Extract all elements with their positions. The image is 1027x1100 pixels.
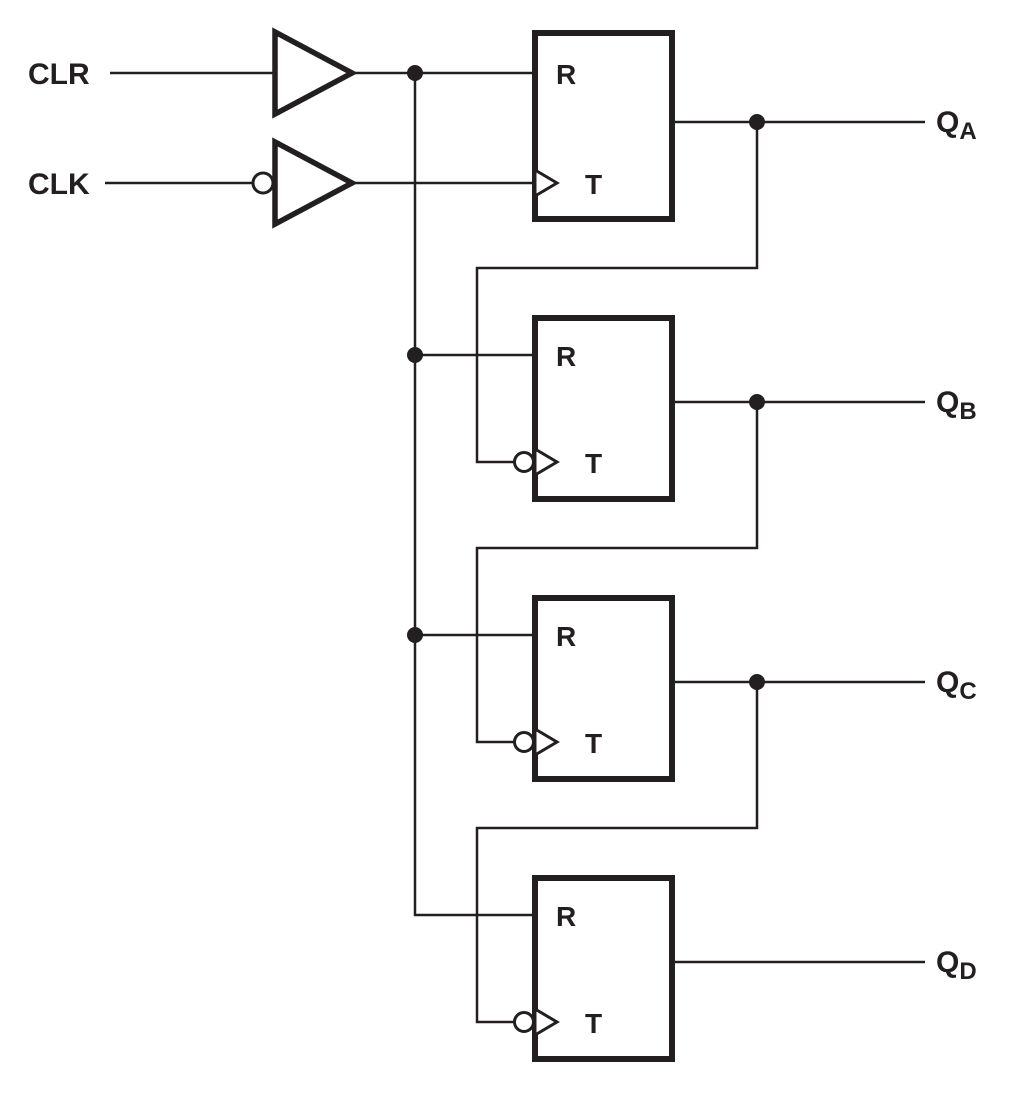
r-input-label: R <box>556 341 576 372</box>
t-input-label: T <box>585 728 602 759</box>
wire-qa-to-ffb-t <box>475 122 759 464</box>
clock-edge-triangle-icon <box>533 726 560 758</box>
wire-qc-to-ffd-t <box>475 682 759 1024</box>
junction-dot <box>749 114 765 130</box>
wire-clr-trunk <box>413 73 535 917</box>
r-input-label: R <box>556 621 576 652</box>
flipflop-body <box>532 595 675 782</box>
wires <box>105 71 925 1024</box>
buffer-triangle-icon <box>272 137 358 229</box>
output-label-main: Q <box>936 386 959 419</box>
output-label-subscript: C <box>959 678 976 705</box>
inversion-bubble-icon <box>513 1011 535 1033</box>
output-label-subscript: D <box>959 958 976 985</box>
flipflop-b: R T <box>513 315 675 502</box>
junction-dot <box>407 627 423 643</box>
junction-dot <box>749 674 765 690</box>
flipflop-a: R T <box>532 30 675 222</box>
flipflop-body <box>532 315 675 502</box>
input-label-clk: CLK <box>28 168 90 201</box>
t-input-label: T <box>585 1008 602 1039</box>
junction-dots <box>407 65 765 690</box>
clock-edge-triangle-icon <box>533 446 560 478</box>
output-label-main: Q <box>936 666 959 699</box>
output-label-qc: QC <box>936 666 977 705</box>
junction-dot <box>749 394 765 410</box>
clock-edge-triangle-icon <box>533 167 560 199</box>
r-input-label: R <box>556 901 576 932</box>
output-label-qb: QB <box>936 386 977 425</box>
clk-inverter <box>251 137 358 229</box>
output-label-subscript: B <box>959 398 976 425</box>
junction-dot <box>407 65 423 81</box>
output-label-main: Q <box>936 106 959 139</box>
clr-buffer <box>272 27 358 119</box>
flipflop-body <box>532 30 675 222</box>
junction-dot <box>407 347 423 363</box>
clock-edge-triangle-icon <box>533 1006 560 1038</box>
output-label-qa: QA <box>936 106 977 145</box>
r-input-label: R <box>556 59 576 90</box>
output-label-qd: QD <box>936 946 977 985</box>
inversion-bubble-icon <box>251 171 275 195</box>
t-input-label: T <box>585 169 602 200</box>
flipflop-body <box>532 875 675 1062</box>
output-label-main: Q <box>936 946 959 979</box>
t-input-label: T <box>585 448 602 479</box>
input-label-clr: CLR <box>28 58 90 91</box>
inversion-bubble-icon <box>513 731 535 753</box>
output-label-subscript: A <box>959 118 976 145</box>
buffer-triangle-icon <box>272 27 358 119</box>
inversion-bubble-icon <box>513 451 535 473</box>
flipflop-c: R T <box>513 595 675 782</box>
flipflop-d: R T <box>513 875 675 1062</box>
wire-qb-to-ffc-t <box>475 402 759 744</box>
